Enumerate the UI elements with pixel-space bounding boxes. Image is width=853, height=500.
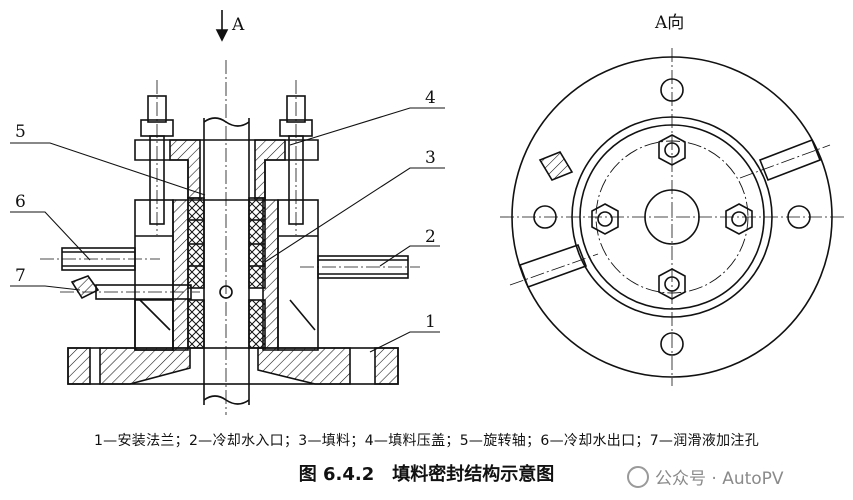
view-arrow bbox=[215, 10, 229, 42]
callout-7: 7 bbox=[15, 266, 26, 286]
housing bbox=[134, 199, 319, 351]
callout-1: 1 bbox=[425, 312, 436, 332]
callout-3: 3 bbox=[425, 148, 436, 168]
callout-6: 6 bbox=[15, 192, 26, 212]
callout-2: 2 bbox=[425, 227, 436, 247]
callout-4: 4 bbox=[425, 88, 436, 108]
flange-bolt-holes bbox=[533, 78, 811, 356]
packing-gland bbox=[134, 139, 319, 201]
leader-lines bbox=[10, 107, 445, 353]
packing-rings bbox=[187, 197, 266, 349]
watermark: 公众号 · AutoPV bbox=[627, 464, 784, 489]
view-arrow-label: A bbox=[231, 15, 245, 35]
wechat-icon bbox=[627, 466, 649, 488]
a-view-pipes bbox=[509, 138, 831, 289]
gland-nuts bbox=[591, 134, 753, 300]
watermark-text: 公众号 · AutoPV bbox=[655, 469, 784, 489]
a-view-title: A向 bbox=[654, 13, 684, 33]
rotating-shaft bbox=[203, 60, 250, 415]
callout-5: 5 bbox=[15, 122, 26, 142]
coolant-outlet-pipe bbox=[40, 247, 160, 271]
legend-text: 1—安装法兰；2—冷却水入口；3—填料；4—填料压盖；5—旋转轴；6—冷却水出口… bbox=[93, 433, 760, 449]
figure-title: 图 6.4.2 填料密封结构示意图 bbox=[298, 464, 555, 485]
a-view bbox=[500, 48, 844, 386]
mounting-flange bbox=[67, 347, 399, 385]
lube-fitting bbox=[60, 275, 200, 300]
coolant-inlet-pipe bbox=[300, 255, 420, 279]
gland-studs bbox=[140, 80, 313, 235]
section-view bbox=[10, 10, 445, 415]
